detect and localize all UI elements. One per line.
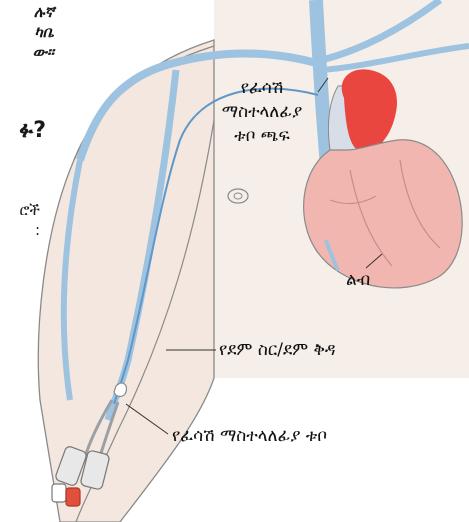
catheter-connector-white (52, 484, 66, 502)
cropped-question-heading: ፉ? (0, 118, 46, 144)
catheter-tip-label-line: ቱቦ ጫፍ (192, 124, 332, 148)
catheter-tip-label-line: የፈሳሽ (192, 76, 332, 100)
catheter-label: የፈሳሽ ማስተላለፊያ ቱቦ (172, 424, 327, 448)
heart-label: ልብ (346, 268, 370, 292)
cropped-body-text: ሮች : (0, 200, 40, 240)
vein-label: የደም ስር/ደም ቅዳ (219, 338, 336, 362)
cropped-intro-text: ሉኛ ካቤ ው። (0, 2, 54, 62)
cropped-intro-line: ሉኛ (0, 2, 54, 22)
cropped-body-line: : (0, 220, 40, 240)
cropped-intro-line: ው። (0, 42, 54, 62)
cropped-intro-line: ካቤ (0, 22, 54, 42)
cropped-body-line: ሮች (0, 200, 40, 220)
catheter-cap-red (66, 488, 80, 506)
catheter-tip-label: የፈሳሽ ማስተላለፊያ ቱቦ ጫፍ (192, 76, 332, 148)
catheter-tip-label-line: ማስተላለፊያ (192, 100, 332, 124)
